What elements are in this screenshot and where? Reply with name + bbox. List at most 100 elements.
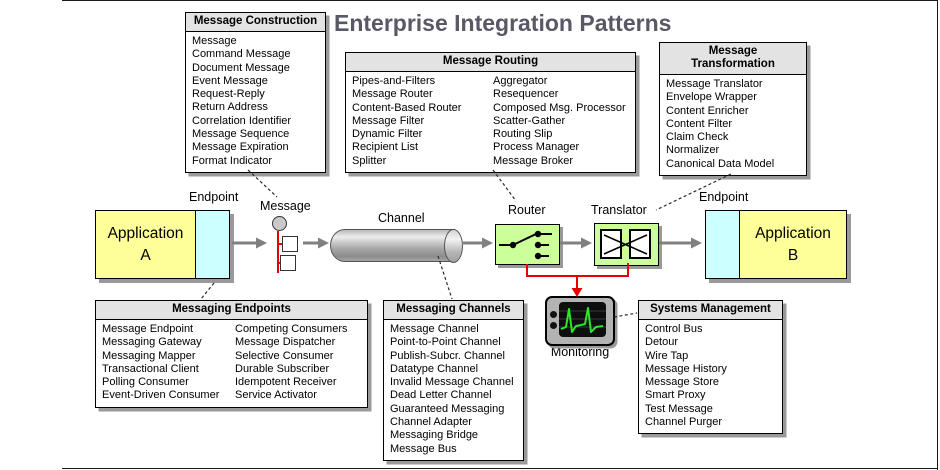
pattern-item: Splitter <box>352 154 387 167</box>
message-icon-stub <box>277 262 282 264</box>
pattern-item: Message Channel <box>390 323 479 335</box>
pattern-item: Messaging Gateway <box>102 336 202 349</box>
application-a-endpoint <box>195 211 229 278</box>
message-icon-head <box>272 216 287 231</box>
message-icon-line <box>277 231 279 273</box>
page-title: Enterprise Integration Patterns <box>334 10 672 36</box>
translator-box <box>594 223 659 266</box>
message-label: Message <box>260 199 311 213</box>
pattern-item: Recipient List <box>352 141 419 154</box>
box-title: Message Transformation <box>660 43 806 75</box>
pattern-item: Publish-Subcr. Channel <box>390 349 505 362</box>
pattern-item: Service Activator <box>235 389 317 402</box>
message-icon-square <box>280 255 296 271</box>
pattern-item: Wire Tap <box>645 349 689 362</box>
pattern-item: Command Message <box>192 48 291 61</box>
endpoint-label-right: Endpoint <box>699 190 749 204</box>
pattern-item: Datatype Channel <box>390 362 479 375</box>
pattern-item: Content-Based Router <box>352 101 462 114</box>
pattern-item: Message Router <box>352 88 433 101</box>
router-switch-icon <box>499 230 552 260</box>
pattern-item: Message History <box>645 362 727 375</box>
pattern-item: Content Filter <box>666 117 733 130</box>
application-a-label: Application A <box>107 224 184 264</box>
pattern-item: Message Store <box>645 376 719 389</box>
pattern-item: Canonical Data Model <box>666 157 775 170</box>
pattern-item: Competing Consumers <box>235 323 348 335</box>
pattern-item: Polling Consumer <box>102 376 189 389</box>
pattern-item: Composed Msg. Processor <box>493 101 626 114</box>
channel-label: Channel <box>378 211 425 225</box>
pattern-item: Process Manager <box>493 141 580 154</box>
pattern-item: Message Bus <box>390 442 457 455</box>
monitor-screen <box>559 302 606 337</box>
pattern-item: Channel Adapter <box>390 416 472 429</box>
pattern-item: Message Translator <box>666 78 763 90</box>
application-b-label: Application B <box>755 224 831 264</box>
pattern-item: Request-Reply <box>192 88 265 101</box>
pattern-item: Event Message <box>192 74 268 87</box>
pattern-item: Point-to-Point Channel <box>390 336 501 349</box>
waveform-icon <box>559 307 606 333</box>
pattern-item: Claim Check <box>666 131 729 144</box>
pattern-item: Document Message <box>192 61 290 74</box>
connector-endpoint-endpoints-box <box>200 282 215 300</box>
pattern-item: Content Enricher <box>666 104 749 117</box>
application-b-endpoint <box>706 211 740 278</box>
application-b-body: Application B <box>740 211 846 278</box>
box-title: Messaging Channels <box>384 301 523 320</box>
pattern-item: Format Indicator <box>192 154 273 167</box>
pattern-item: Envelope Wrapper <box>666 91 757 104</box>
frame-right-line <box>937 0 938 470</box>
box-title: Message Routing <box>346 53 635 72</box>
arrow-router-to-translator <box>560 237 592 249</box>
pattern-item: Message Endpoint <box>102 323 194 335</box>
pattern-item: Dead Letter Channel <box>390 389 492 402</box>
pattern-item: Pipes-and-Filters <box>352 75 436 87</box>
monitor-knob <box>550 322 557 329</box>
pattern-item: Aggregator <box>493 75 548 87</box>
frame-bottom-line <box>62 468 938 469</box>
pattern-item: Invalid Message Channel <box>390 376 514 389</box>
pattern-item: Message Dispatcher <box>235 336 336 349</box>
pattern-item: Routing Slip <box>493 128 553 141</box>
pattern-item: Detour <box>645 336 679 349</box>
box-title: Message Construction <box>186 13 325 32</box>
translator-icon <box>600 229 651 259</box>
box-title: Messaging Endpoints <box>96 301 367 320</box>
pattern-item: Transactional Client <box>102 362 199 375</box>
pattern-item: Smart Proxy <box>645 389 706 402</box>
pattern-item: Message Broker <box>493 154 574 167</box>
pattern-item: Message Sequence <box>192 128 290 141</box>
pattern-item: Return Address <box>192 101 268 114</box>
channel-pipe-icon <box>330 229 456 262</box>
connector-construction-message <box>247 169 278 198</box>
channel-pipe-end <box>444 229 463 263</box>
connector-monitor-systems-box <box>613 312 638 318</box>
pattern-item: Normalizer <box>666 144 720 157</box>
pattern-item: Idempotent Receiver <box>235 376 337 389</box>
pattern-item: Message Expiration <box>192 141 289 154</box>
box-title: Systems Management <box>639 301 782 320</box>
arrow-appA-to-message <box>232 237 267 249</box>
box-message-transformation: Message Transformation Message Translato… <box>659 42 807 177</box>
pattern-item: Channel Purger <box>645 416 723 429</box>
router-label: Router <box>508 203 546 217</box>
message-icon-stub <box>277 243 283 245</box>
pattern-item: Messaging Mapper <box>102 349 196 362</box>
pattern-item: Message <box>192 35 237 47</box>
pattern-item: Message Filter <box>352 114 425 127</box>
pattern-item: Durable Subscriber <box>235 362 330 375</box>
application-a-body: Application A <box>96 211 195 278</box>
pattern-item: Dynamic Filter <box>352 128 423 141</box>
pattern-item: Messaging Bridge <box>390 429 479 442</box>
pattern-item: Event-Driven Consumer <box>102 389 220 402</box>
